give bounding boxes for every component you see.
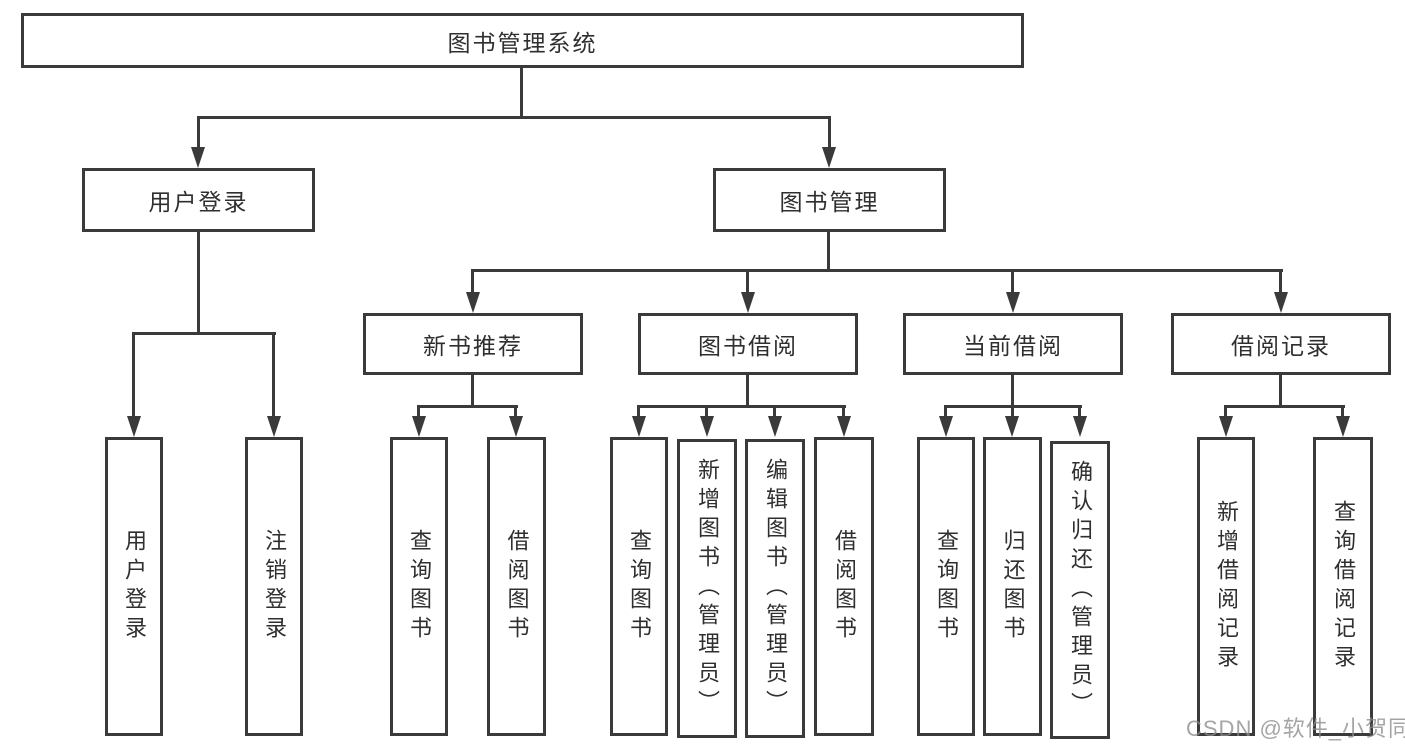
node-current-borrowing: 当前借阅 — [903, 313, 1123, 375]
connector-line — [1224, 405, 1345, 408]
arrow-down-icon — [700, 416, 714, 437]
csdn-watermark: CSDN @软件_小贺同学 — [1186, 716, 1405, 741]
arrow-down-icon — [1073, 416, 1087, 437]
arrow-down-icon — [466, 292, 480, 313]
arrow-down-icon — [1274, 292, 1288, 313]
node-book-management: 图书管理 — [713, 168, 946, 232]
connector-line — [1279, 373, 1282, 408]
connector-line — [705, 405, 708, 417]
node-borrowing-edit-books-admin-label: 编辑图书（管理员） — [763, 458, 788, 719]
connector-line — [197, 116, 200, 149]
node-current-query-books: 查询图书 — [917, 437, 975, 736]
node-borrowing-borrow-books-label: 借阅图书 — [832, 528, 857, 645]
connector-line — [828, 116, 831, 149]
connector-line — [471, 269, 1283, 272]
connector-line — [132, 332, 276, 335]
arrow-down-icon — [1005, 416, 1019, 437]
node-recommend-borrow-books-label: 借阅图书 — [504, 528, 530, 645]
arrow-down-icon — [127, 416, 141, 437]
arrow-down-icon — [412, 416, 426, 437]
connector-line — [471, 373, 474, 408]
node-borrowing-records-label: 借阅记录 — [1231, 333, 1331, 359]
node-login-logout: 注销登录 — [245, 437, 303, 736]
node-user-login-label: 用户登录 — [148, 189, 249, 215]
connector-line — [197, 116, 831, 119]
connector-line — [514, 405, 517, 417]
node-book-management-label: 图书管理 — [779, 189, 880, 215]
connector-line — [520, 67, 523, 119]
node-borrowing-records: 借阅记录 — [1171, 313, 1391, 375]
connector-line — [1011, 405, 1014, 417]
node-login-user-login: 用户登录 — [105, 437, 163, 736]
node-login-logout-label: 注销登录 — [262, 528, 287, 645]
arrow-down-icon — [1336, 416, 1350, 437]
node-recommend-query-books-label: 查询图书 — [407, 528, 432, 645]
connector-line — [746, 269, 749, 294]
node-borrowing-borrow-books: 借阅图书 — [814, 437, 874, 736]
arrow-down-icon — [632, 416, 646, 437]
connector-line — [746, 373, 749, 408]
arrow-down-icon — [267, 416, 281, 437]
node-borrowing-add-books-admin: 新增图书（管理员） — [677, 439, 737, 738]
node-borrowing-add-books-admin-label: 新增图书（管理员） — [695, 458, 720, 719]
node-recommend-query-books: 查询图书 — [390, 437, 448, 736]
connector-line — [1279, 269, 1282, 294]
node-book-borrowing-label: 图书借阅 — [698, 333, 798, 359]
connector-line — [417, 405, 420, 417]
node-current-borrowing-label: 当前借阅 — [963, 333, 1063, 359]
connector-line — [1011, 373, 1014, 408]
node-current-confirm-return-admin: 确认归还（管理员） — [1050, 441, 1110, 739]
connector-line — [132, 332, 135, 416]
node-current-query-books-label: 查询图书 — [934, 528, 959, 645]
node-borrowing-query-books-label: 查询图书 — [627, 528, 652, 645]
connector-line — [637, 405, 846, 408]
arrow-down-icon — [822, 147, 836, 168]
node-borrowing-query-books: 查询图书 — [610, 437, 668, 736]
arrow-down-icon — [837, 416, 851, 437]
connector-line — [197, 231, 200, 334]
connector-line — [417, 405, 518, 408]
arrow-down-icon — [939, 416, 953, 437]
arrow-down-icon — [1006, 292, 1020, 313]
connector-line — [773, 405, 776, 417]
node-records-add-record-label: 新增借阅记录 — [1214, 499, 1239, 674]
connector-line — [842, 405, 845, 417]
connector-line — [944, 405, 947, 417]
node-records-add-record: 新增借阅记录 — [1197, 437, 1255, 736]
node-current-confirm-return-admin-label: 确认归还（管理员） — [1068, 459, 1093, 721]
arrow-down-icon — [1219, 416, 1233, 437]
connector-line — [1224, 405, 1227, 417]
connector-line — [1011, 269, 1014, 294]
node-records-query-record: 查询借阅记录 — [1313, 437, 1373, 736]
node-new-book-recommend: 新书推荐 — [363, 313, 583, 375]
node-borrowing-edit-books-admin: 编辑图书（管理员） — [745, 439, 805, 738]
connector-line — [637, 405, 640, 417]
connector-line — [827, 231, 830, 271]
node-root: 图书管理系统 — [21, 13, 1024, 68]
connector-line — [1341, 405, 1344, 417]
node-user-login: 用户登录 — [82, 168, 315, 232]
arrow-down-icon — [509, 416, 523, 437]
node-current-return-books-label: 归还图书 — [1000, 528, 1026, 645]
node-root-label: 图书管理系统 — [447, 29, 598, 56]
node-recommend-borrow-books: 借阅图书 — [487, 437, 546, 736]
node-records-query-record-label: 查询借阅记录 — [1331, 499, 1356, 674]
arrow-down-icon — [768, 416, 782, 437]
connector-line — [272, 332, 275, 416]
node-book-borrowing: 图书借阅 — [638, 313, 858, 375]
arrow-down-icon — [191, 147, 205, 168]
connector-line — [471, 269, 474, 294]
node-current-return-books: 归还图书 — [983, 437, 1042, 736]
node-login-user-login-label: 用户登录 — [122, 528, 147, 645]
node-new-book-recommend-label: 新书推荐 — [423, 333, 523, 359]
arrow-down-icon — [741, 292, 755, 313]
connector-line — [1078, 405, 1081, 417]
